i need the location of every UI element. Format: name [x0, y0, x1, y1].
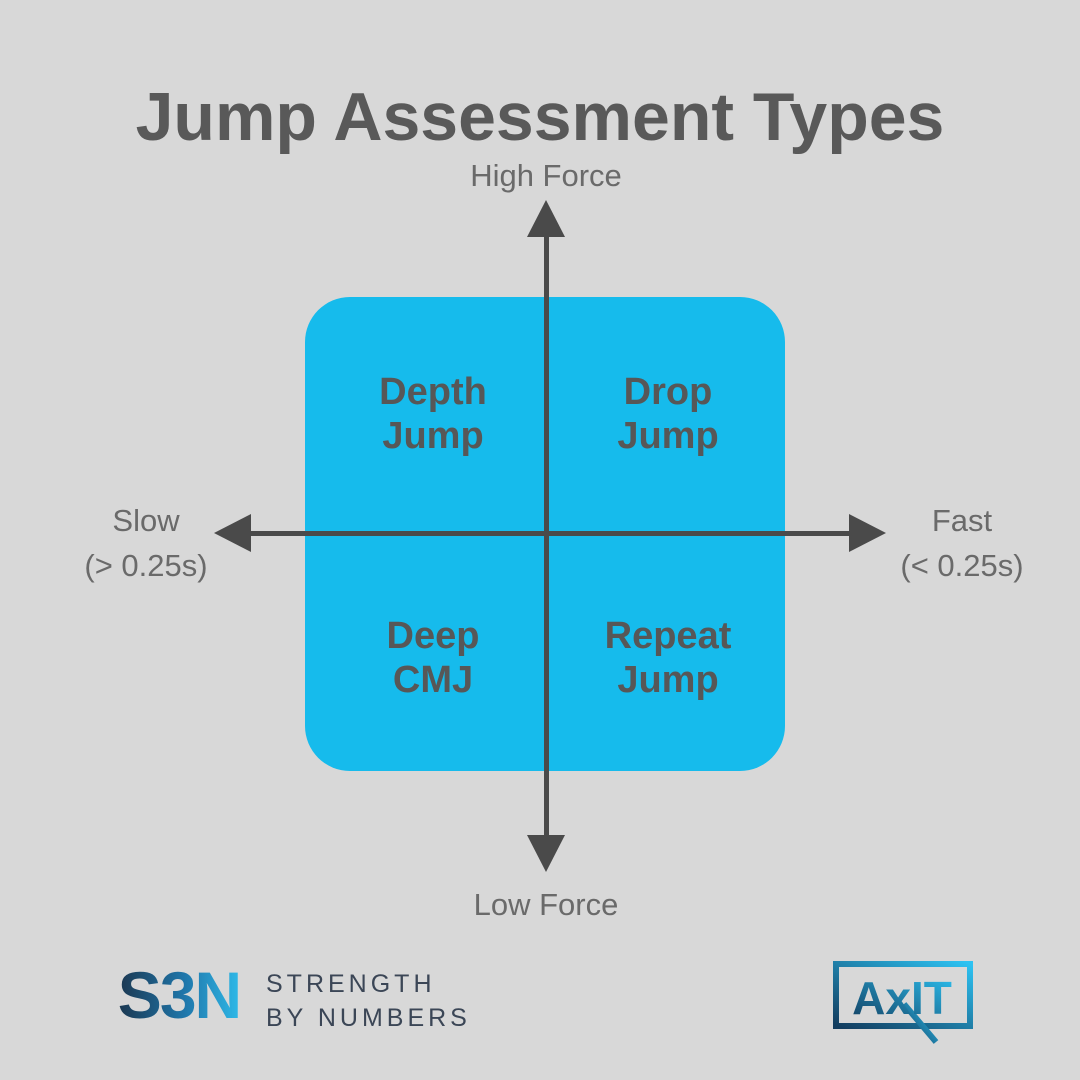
- quadrant-label-repeat-jump-line1: Repeat: [604, 615, 732, 657]
- arrowhead-down-icon: [527, 835, 565, 872]
- axit-x-tail: [901, 1002, 939, 1044]
- sbn-wordmark-line2: BY NUMBERS: [266, 1004, 471, 1032]
- axit-logo-icon: AxIT: [833, 961, 973, 1044]
- axis-label-slow: Slow (> 0.25s): [36, 498, 256, 588]
- axis-label-fast-line2: (< 0.25s): [900, 548, 1024, 583]
- axis-label-slow-line1: Slow: [112, 503, 180, 538]
- arrowhead-up-icon: [527, 200, 565, 237]
- horizontal-axis-line: [246, 531, 852, 536]
- quadrant-label-drop-jump-line2: Jump: [617, 415, 719, 457]
- quadrant-label-deep-cmj-line2: CMJ: [392, 659, 474, 701]
- quadrant-label-deep-cmj: Deep CMJ: [318, 614, 548, 702]
- axis-label-high-force: High Force: [470, 158, 622, 193]
- quadrant-label-repeat-jump: Repeat Jump: [553, 614, 783, 702]
- quadrant-label-deep-cmj-line1: Deep: [386, 615, 480, 657]
- sbn-wordmark-line1: STRENGTH: [266, 970, 436, 998]
- quadrant-label-depth-jump-line1: Depth: [379, 371, 487, 413]
- sbn-wordmark: STRENGTH BY NUMBERS: [266, 967, 471, 1035]
- arrowhead-right-icon: [849, 514, 886, 552]
- axis-label-fast: Fast (< 0.25s): [852, 498, 1072, 588]
- axis-label-low-force: Low Force: [473, 887, 619, 922]
- quadrant-label-depth-jump: Depth Jump: [318, 370, 548, 458]
- axis-label-fast-line1: Fast: [931, 503, 993, 538]
- sbn-logo-text: S3N: [118, 960, 240, 1030]
- quadrant-label-depth-jump-line2: Jump: [382, 415, 484, 457]
- arrowhead-left-icon: [214, 514, 251, 552]
- sbn-logo-icon: S3N: [118, 960, 242, 1030]
- axit-logo-text: AxIT: [852, 972, 952, 1024]
- axis-label-slow-line2: (> 0.25s): [84, 548, 208, 583]
- axit-logo-frame: [833, 961, 973, 1029]
- quadrant-label-repeat-jump-line2: Jump: [617, 659, 719, 701]
- quadrant-label-drop-jump: Drop Jump: [553, 370, 783, 458]
- page-title: Jump Assessment Types: [135, 78, 945, 155]
- quadrant-label-drop-jump-line1: Drop: [623, 371, 713, 413]
